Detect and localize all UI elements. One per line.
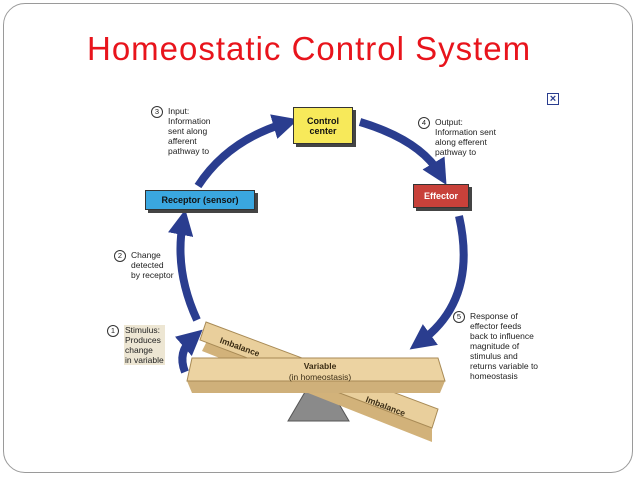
step-3-text: Input: Information sent along afferent p…	[168, 106, 211, 156]
level-plank	[186, 357, 446, 382]
step-2-number: 2	[114, 250, 126, 262]
step-1-number: 1	[107, 325, 119, 337]
step-2-text: Change detected by receptor	[131, 250, 174, 280]
control-center-box: Control center	[293, 107, 353, 144]
step-2: 2 Change detected by receptor	[114, 250, 174, 280]
arrow-receptor-to-control	[194, 114, 299, 189]
step-4: 4 Output: Information sent along efferen…	[418, 117, 496, 157]
step-5-text: Response of effector feeds back to influ…	[470, 311, 539, 381]
level-plank-side	[187, 381, 445, 393]
close-icon[interactable]: ×	[547, 93, 559, 105]
variable-sub-label: (in homeostasis)	[288, 372, 352, 382]
arrow-control-to-effector	[358, 118, 447, 186]
step-1: 1 Stimulus: Produces change in variable	[107, 325, 165, 365]
step-4-number: 4	[418, 117, 430, 129]
arrow-stimulus	[174, 329, 203, 374]
step-5-number: 5	[453, 311, 465, 323]
receptor-box: Receptor (sensor)	[145, 190, 255, 210]
step-4-text: Output: Information sent along efferent …	[435, 117, 496, 157]
step-5: 5 Response of effector feeds back to inf…	[453, 311, 538, 381]
receptor-label: Receptor (sensor)	[161, 195, 239, 205]
variable-label: Variable	[303, 361, 337, 371]
effector-label: Effector	[423, 191, 458, 201]
arrow-effector-to-variable	[409, 215, 468, 350]
step-3-number: 3	[151, 106, 163, 118]
effector-box: Effector	[413, 184, 469, 208]
arrow-variable-to-receptor	[168, 209, 201, 322]
control-center-label: Control center	[307, 115, 339, 136]
slide-title: Homeostatic Control System	[87, 30, 532, 67]
step-1-text: Stimulus: Produces change in variable	[124, 325, 165, 365]
step-3: 3 Input: Information sent along afferent…	[151, 106, 211, 156]
